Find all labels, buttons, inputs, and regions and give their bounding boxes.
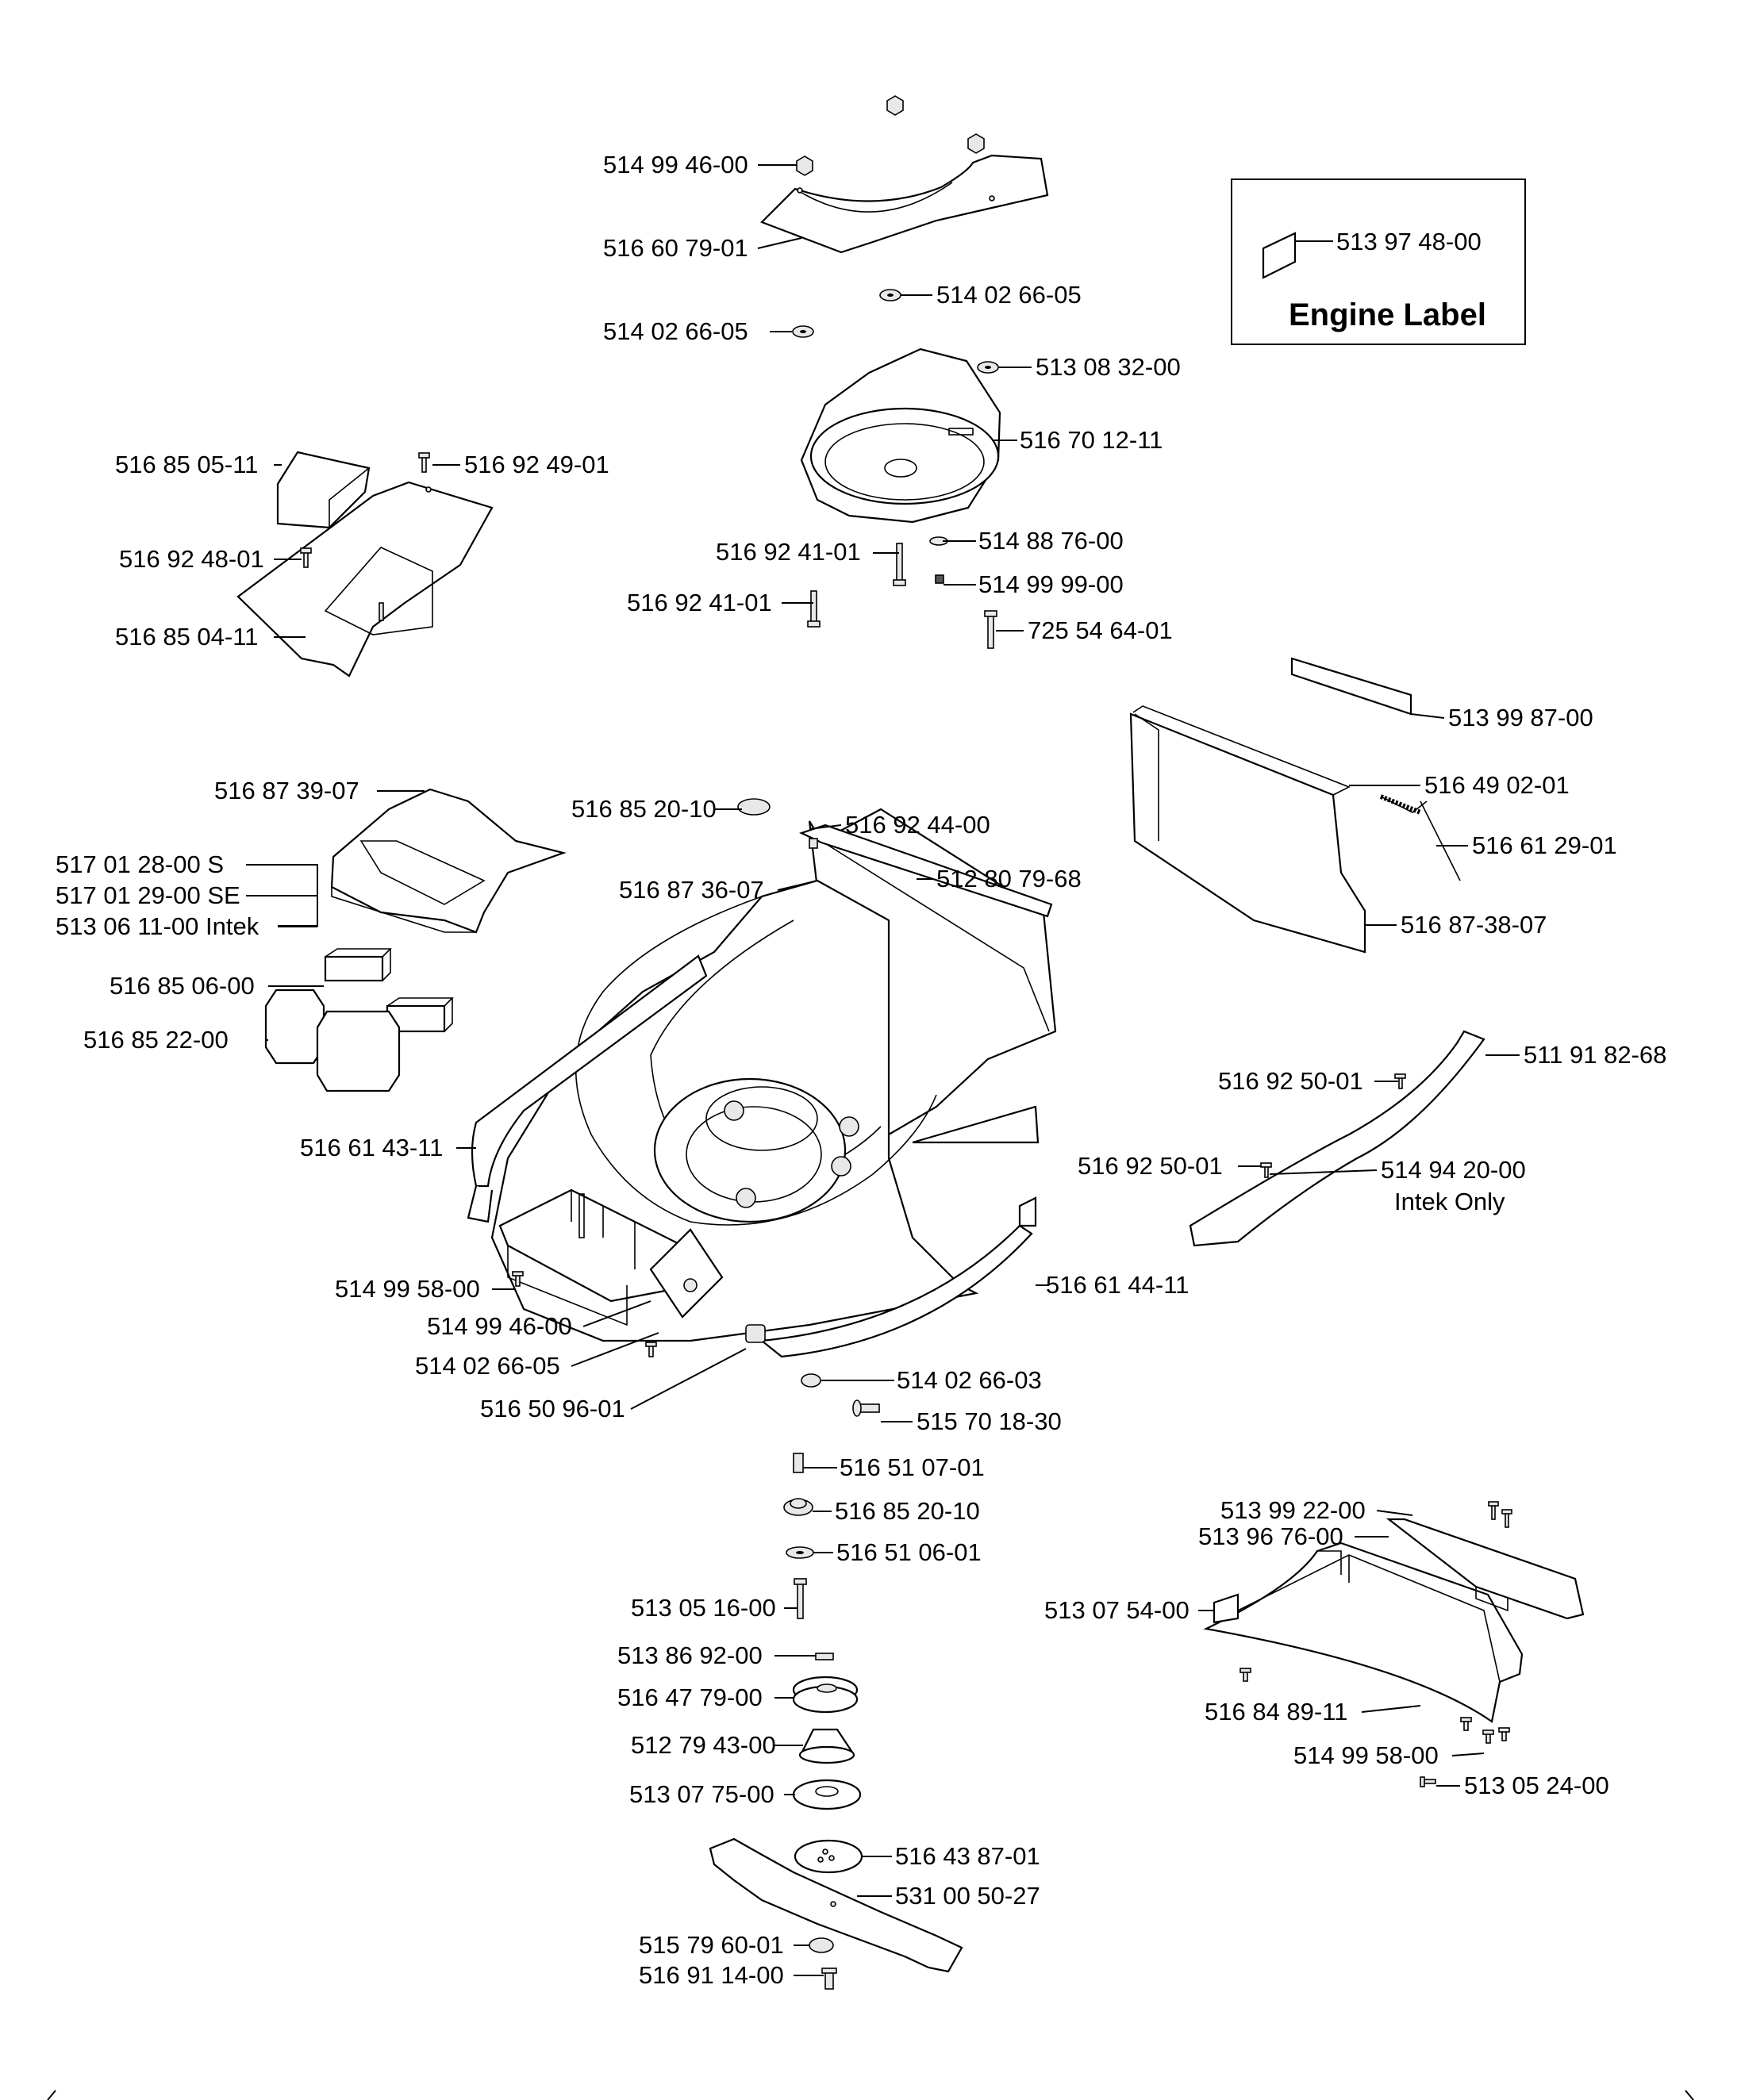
part-label: 514 02 66-05 (936, 281, 1082, 309)
part-label: 516 47 79-00 (617, 1683, 763, 1711)
part-label: 531 00 50-27 (895, 1882, 1040, 1910)
engine-label-part-number: 513 97 48-00 (1336, 228, 1482, 255)
top-hardware-group (760, 95, 1049, 374)
part-label: 515 70 18-30 (917, 1407, 1062, 1435)
part-label: 516 92 50-01 (1218, 1067, 1363, 1095)
part-label: 516 92 50-01 (1078, 1152, 1223, 1180)
mower-deck-part (467, 808, 1057, 1358)
fuel-tank-group (236, 451, 494, 678)
part-label: 516 87 39-07 (214, 777, 359, 804)
part-label: 514 88 76-00 (978, 527, 1124, 555)
height-lever-group (1189, 1030, 1485, 1247)
part-label: 516 85 22-00 (83, 1026, 229, 1054)
part-label: 513 06 11-00 Intek (56, 912, 259, 940)
part-label: 513 96 76-00 (1198, 1522, 1343, 1550)
part-label: 516 92 48-01 (119, 545, 264, 573)
rear-deflector-group (1129, 657, 1461, 954)
part-label: 513 07 75-00 (629, 1780, 774, 1808)
part-label: 513 99 22-00 (1220, 1496, 1366, 1524)
engine-label-sticker-icon (1262, 232, 1297, 279)
part-label: 514 99 58-00 (335, 1275, 480, 1303)
part-label: 516 61 44-11 (1046, 1271, 1189, 1299)
part-label: 515 79 60-01 (639, 1931, 784, 1959)
part-label: 516 84 89-11 (1205, 1698, 1347, 1726)
part-label: 513 99 87-00 (1448, 704, 1593, 731)
part-label: 516 61 43-11 (300, 1134, 443, 1161)
part-label: 513 07 54-00 (1044, 1596, 1189, 1624)
part-label: 516 92 41-01 (627, 589, 772, 616)
part-label: 516 85 06-00 (110, 972, 255, 1000)
corner-mark (47, 2090, 56, 2100)
part-label: 512 79 43-00 (631, 1731, 776, 1759)
corner-mark (1685, 2090, 1694, 2100)
part-label: 516 51 07-01 (840, 1453, 985, 1481)
part-label: 513 05 16-00 (631, 1594, 776, 1622)
part-label: 513 08 32-00 (1036, 353, 1181, 381)
switch-housing-group (264, 788, 567, 1092)
part-label: 517 01 29-00 SE (56, 881, 240, 909)
leader-lines (246, 164, 1520, 1976)
engine-label-title: Engine Label (1289, 298, 1486, 332)
part-label: 516 92 41-01 (716, 538, 861, 566)
part-label: 513 05 24-00 (1464, 1772, 1609, 1799)
part-label: 514 99 46-00 (427, 1312, 572, 1340)
part-label: 516 43 87-01 (895, 1842, 1040, 1870)
part-label: 517 01 28-00 S (56, 850, 224, 878)
rear-shield-group (1203, 1501, 1585, 1787)
part-label: 516 50 96-01 (480, 1395, 625, 1422)
part-label: 513 86 92-00 (617, 1641, 763, 1669)
part-label: 516 92 44-00 (845, 811, 990, 839)
part-label: 516 51 06-01 (836, 1538, 982, 1566)
part-label: 514 02 66-03 (897, 1366, 1042, 1394)
part-label: 514 94 20-00 (1381, 1156, 1526, 1184)
engine-label-box: 513 97 48-00 Engine Label (1231, 179, 1526, 345)
part-label: 516 92 49-01 (464, 451, 609, 478)
part-label: 516 87 36-07 (619, 876, 764, 904)
part-label: 512 80 79-68 (936, 865, 1082, 893)
part-label: 514 02 66-05 (415, 1352, 560, 1380)
part-label: 514 99 58-00 (1293, 1741, 1439, 1769)
mount-bolts-group (807, 536, 997, 649)
part-label: 516 85 20-10 (835, 1497, 980, 1525)
part-label: 514 99 46-00 (603, 151, 748, 179)
part-note-label: Intek Only (1394, 1188, 1505, 1215)
part-label: 514 99 99-00 (978, 570, 1124, 598)
part-label: 516 85 20-10 (571, 795, 717, 823)
part-label: 516 91 14-00 (639, 1961, 784, 1989)
part-label: 516 60 79-01 (603, 234, 748, 262)
part-label: 516 70 12-11 (1020, 426, 1163, 454)
part-label: 516 85 04-11 (115, 623, 258, 651)
part-label: 516 49 02-01 (1424, 771, 1570, 799)
part-label: 514 02 66-05 (603, 317, 748, 345)
part-label: 516 85 05-11 (115, 451, 258, 478)
part-label: 725 54 64-01 (1028, 616, 1173, 644)
engine-mount-plate-part (800, 347, 1001, 524)
part-labels: 514 99 46-00 516 60 79-01 514 02 66-05 5… (56, 151, 1666, 1989)
part-label: 516 61 29-01 (1472, 831, 1617, 859)
part-label: 516 87-38-07 (1401, 911, 1547, 939)
part-label: 511 91 82-68 (1524, 1041, 1666, 1069)
deck-hardware-group (512, 798, 880, 1417)
